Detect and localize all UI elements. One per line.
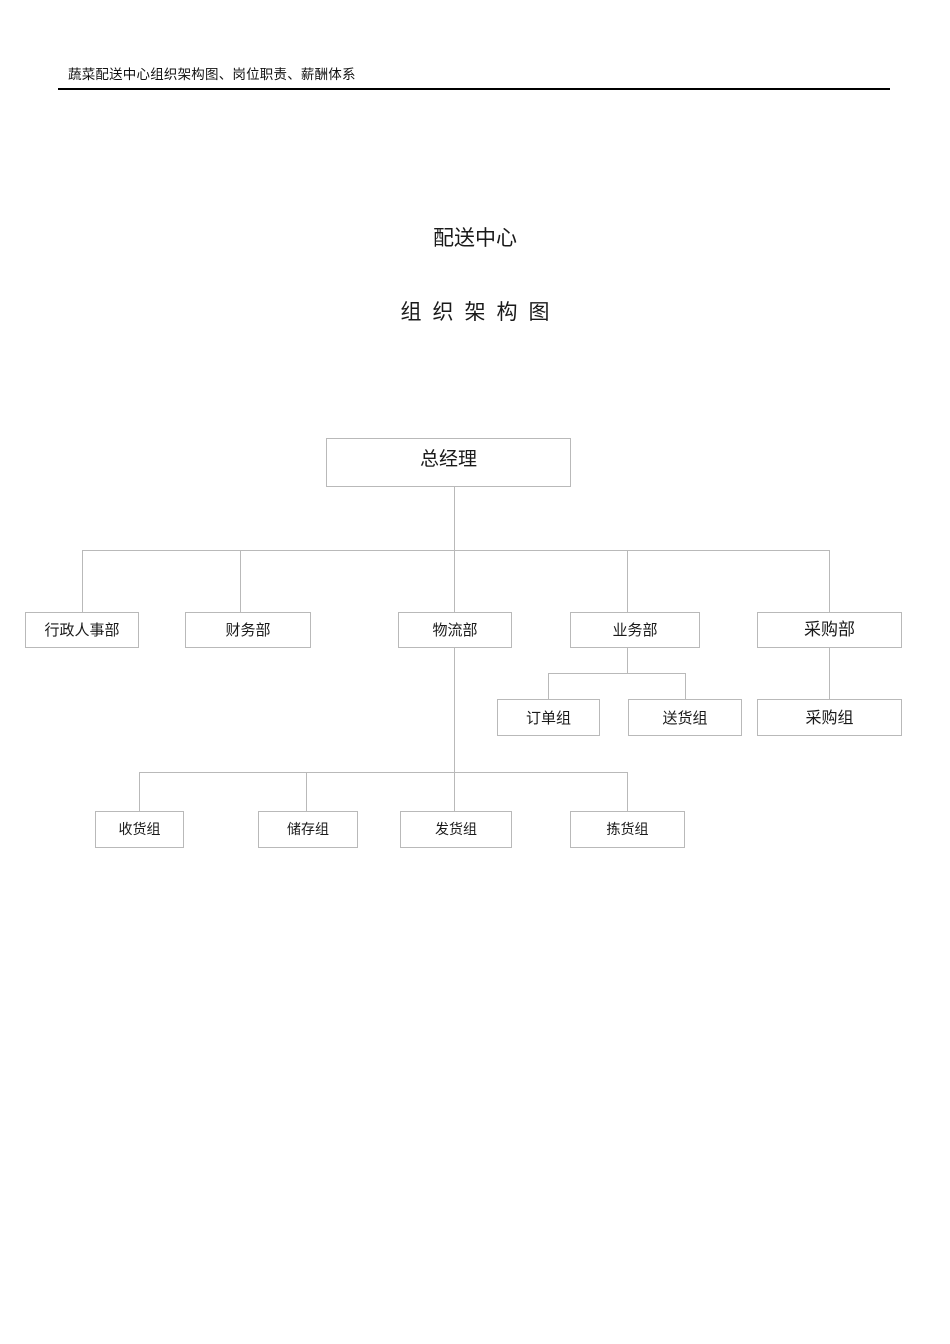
org-node-logistics[interactable]: 物流部 — [398, 612, 512, 648]
org-node-label: 拣货组 — [606, 822, 649, 838]
org-node-buying-group[interactable]: 采购组 — [757, 699, 902, 736]
org-node-label: 物流部 — [432, 621, 478, 639]
org-node-shipping-group[interactable]: 发货组 — [400, 811, 512, 848]
org-node-receiving-group[interactable]: 收货组 — [95, 811, 184, 848]
org-node-label: 订单组 — [525, 709, 571, 727]
org-node-picking-group[interactable]: 拣货组 — [570, 811, 685, 848]
org-node-purchasing[interactable]: 采购部 — [757, 612, 902, 648]
header-rule — [58, 88, 890, 90]
org-node-order-group[interactable]: 订单组 — [497, 699, 600, 736]
org-node-general-manager[interactable]: 总经理 — [326, 438, 571, 487]
connector-drop-hr — [82, 550, 83, 612]
org-node-label: 送货组 — [662, 709, 708, 727]
connector-drop-storage — [306, 772, 307, 811]
org-node-label: 采购组 — [805, 708, 854, 727]
connector-drop-delivery — [685, 673, 686, 699]
connector-drop-business — [627, 550, 628, 612]
page-title-line-1: 配送中心 — [433, 226, 517, 250]
connector-drop-picking — [627, 772, 628, 811]
org-node-label: 行政人事部 — [44, 621, 120, 639]
org-node-delivery-group[interactable]: 送货组 — [628, 699, 742, 736]
connector-drop-shipping — [454, 772, 455, 811]
connector-gm-stem — [454, 487, 455, 550]
connector-drop-receiving — [139, 772, 140, 811]
connector-logistics-bus — [139, 772, 628, 773]
org-node-business[interactable]: 业务部 — [570, 612, 700, 648]
org-node-label: 采购部 — [804, 620, 855, 640]
connector-logistics-stem — [454, 648, 455, 772]
connector-business-stem — [627, 648, 628, 673]
org-node-finance[interactable]: 财务部 — [185, 612, 311, 648]
connector-drop-purchase — [829, 550, 830, 612]
running-header: 蔬菜配送中心组织架构图、岗位职责、薪酬体系 — [68, 67, 356, 83]
org-node-label: 收货组 — [118, 822, 161, 838]
org-node-label: 储存组 — [287, 822, 329, 838]
connector-drop-buying — [829, 648, 830, 699]
connector-level1-bus — [82, 550, 830, 551]
connector-business-bus — [548, 673, 685, 674]
org-node-label: 业务部 — [612, 621, 658, 639]
org-node-label: 发货组 — [435, 822, 477, 838]
org-node-hr-admin[interactable]: 行政人事部 — [25, 612, 139, 648]
connector-drop-order — [548, 673, 549, 699]
connector-drop-finance — [240, 550, 241, 612]
org-node-storage-group[interactable]: 储存组 — [258, 811, 358, 848]
org-node-label: 财务部 — [225, 621, 271, 639]
org-node-label: 总经理 — [419, 448, 477, 470]
connector-drop-logistics — [454, 550, 455, 612]
page-title-line-2: 组织架构图 — [400, 300, 561, 324]
